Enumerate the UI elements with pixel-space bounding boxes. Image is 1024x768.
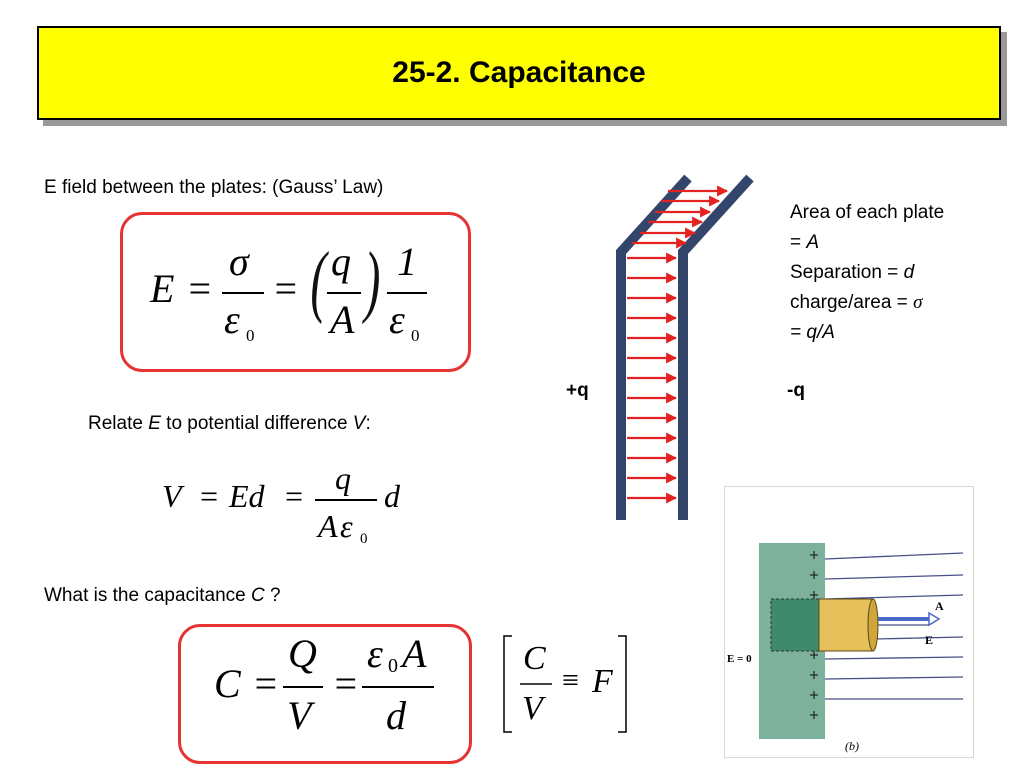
gaussian-surface-figure [759, 543, 964, 739]
units-brackets [503, 635, 627, 733]
eq1-fraction-bar-3 [387, 292, 427, 294]
eq3-d: d [386, 693, 406, 738]
capacitance-question: What is the capacitance C ? [44, 584, 281, 607]
eq2-A: A [318, 508, 338, 544]
textbook-figure: A E E = 0 (b) [724, 486, 974, 758]
figure-label-e-zero: E = 0 [727, 653, 752, 665]
eq3-fraction-bar-1 [283, 686, 323, 688]
note-area-var: A [806, 232, 820, 253]
relate-pre: Relate [88, 413, 149, 434]
eq2-equals-1: = [198, 478, 220, 514]
relate-text: Relate E to potential difference V: [88, 412, 371, 435]
parallel-plate-diagram [616, 174, 754, 520]
eq3-fraction-bar-2 [362, 686, 434, 688]
question-C: C [251, 585, 265, 606]
eq1-fraction-bar-1 [222, 292, 264, 294]
eq2-equals-2: = [283, 478, 305, 514]
eq3-equals-1: = [252, 661, 279, 706]
note-area: Area of each plate [790, 202, 945, 223]
eq3-V: V [287, 693, 312, 738]
eq1-fraction-bar-2 [327, 292, 361, 294]
capacitance-equation-box [178, 624, 472, 764]
units-equiv: ≡ [560, 664, 581, 697]
page-title: 25-2. Capacitance [392, 56, 646, 89]
question-post: ? [264, 585, 281, 606]
eq1-sigma: σ [229, 239, 249, 284]
eq1-epsilon-1: ε [224, 297, 240, 342]
question-pre: What is the capacitance [44, 585, 251, 606]
relate-V: V [352, 413, 366, 434]
eq2-V: V [162, 478, 182, 514]
relate-mid: to potential difference [160, 413, 353, 434]
eq1-epsilon-2: ε [389, 297, 405, 342]
positive-plate [616, 174, 692, 520]
units-V: V [522, 690, 543, 727]
note-area-eq: = [790, 232, 807, 253]
eq3-epsilon: ε [367, 631, 383, 676]
eq2-Ed: Ed [229, 478, 265, 514]
eq3-equals-2: = [332, 661, 359, 706]
eq3-Q: Q [288, 631, 317, 676]
eq2-epsilon: ε [340, 508, 353, 544]
plate-notes: Area of each plate = A Separation = d ch… [790, 198, 944, 348]
gauss-intro-text: E field between the plates: (Gauss’ Law) [44, 177, 384, 198]
eq3-A: A [402, 631, 427, 676]
note-charge-density: charge/area = σ [790, 288, 944, 318]
note-separation-label: Separation = [790, 262, 904, 283]
field-arrows [627, 185, 729, 504]
negative-charge-label: -q [787, 380, 805, 401]
eq1-right-paren: ) [364, 237, 381, 325]
eq1-one: 1 [397, 239, 417, 284]
units-C: C [523, 640, 546, 677]
eq3-C: C [214, 661, 241, 706]
units-F: F [592, 663, 613, 700]
note-charge-density-label: charge/area = [790, 292, 914, 313]
eq2-d: d [384, 478, 400, 514]
note-separation: Separation = d [790, 258, 944, 288]
eq2-fraction-bar [315, 499, 377, 501]
figure-caption: (b) [845, 739, 859, 753]
title-banner: 25-2. Capacitance [37, 26, 1001, 120]
note-q-over-a: = q/A [790, 322, 835, 343]
positive-charge-label: +q [566, 380, 589, 401]
eq1-equals-2: = [272, 266, 299, 311]
eq1-A: A [330, 297, 355, 342]
figure-label-A: A [935, 599, 944, 613]
note-sigma: σ [913, 292, 923, 313]
note-separation-var: d [903, 262, 915, 283]
eq1-q: q [331, 239, 351, 284]
relate-E: E [148, 413, 161, 434]
eq3-zero: 0 [388, 655, 398, 677]
eq1-zero-1: 0 [246, 326, 255, 345]
relate-post: : [365, 413, 371, 434]
eq1-left-paren: ( [310, 237, 327, 325]
figure-label-E: E [925, 633, 934, 647]
eq2-zero: 0 [360, 531, 368, 547]
eq2-q: q [335, 460, 351, 496]
eq1-equals-1: = [186, 266, 213, 311]
note-area-value: = A [790, 228, 944, 258]
eq1-zero-2: 0 [411, 326, 420, 345]
gauss-equation-box [120, 212, 471, 372]
negative-plate [678, 174, 754, 520]
eq1-E: E [150, 266, 175, 311]
